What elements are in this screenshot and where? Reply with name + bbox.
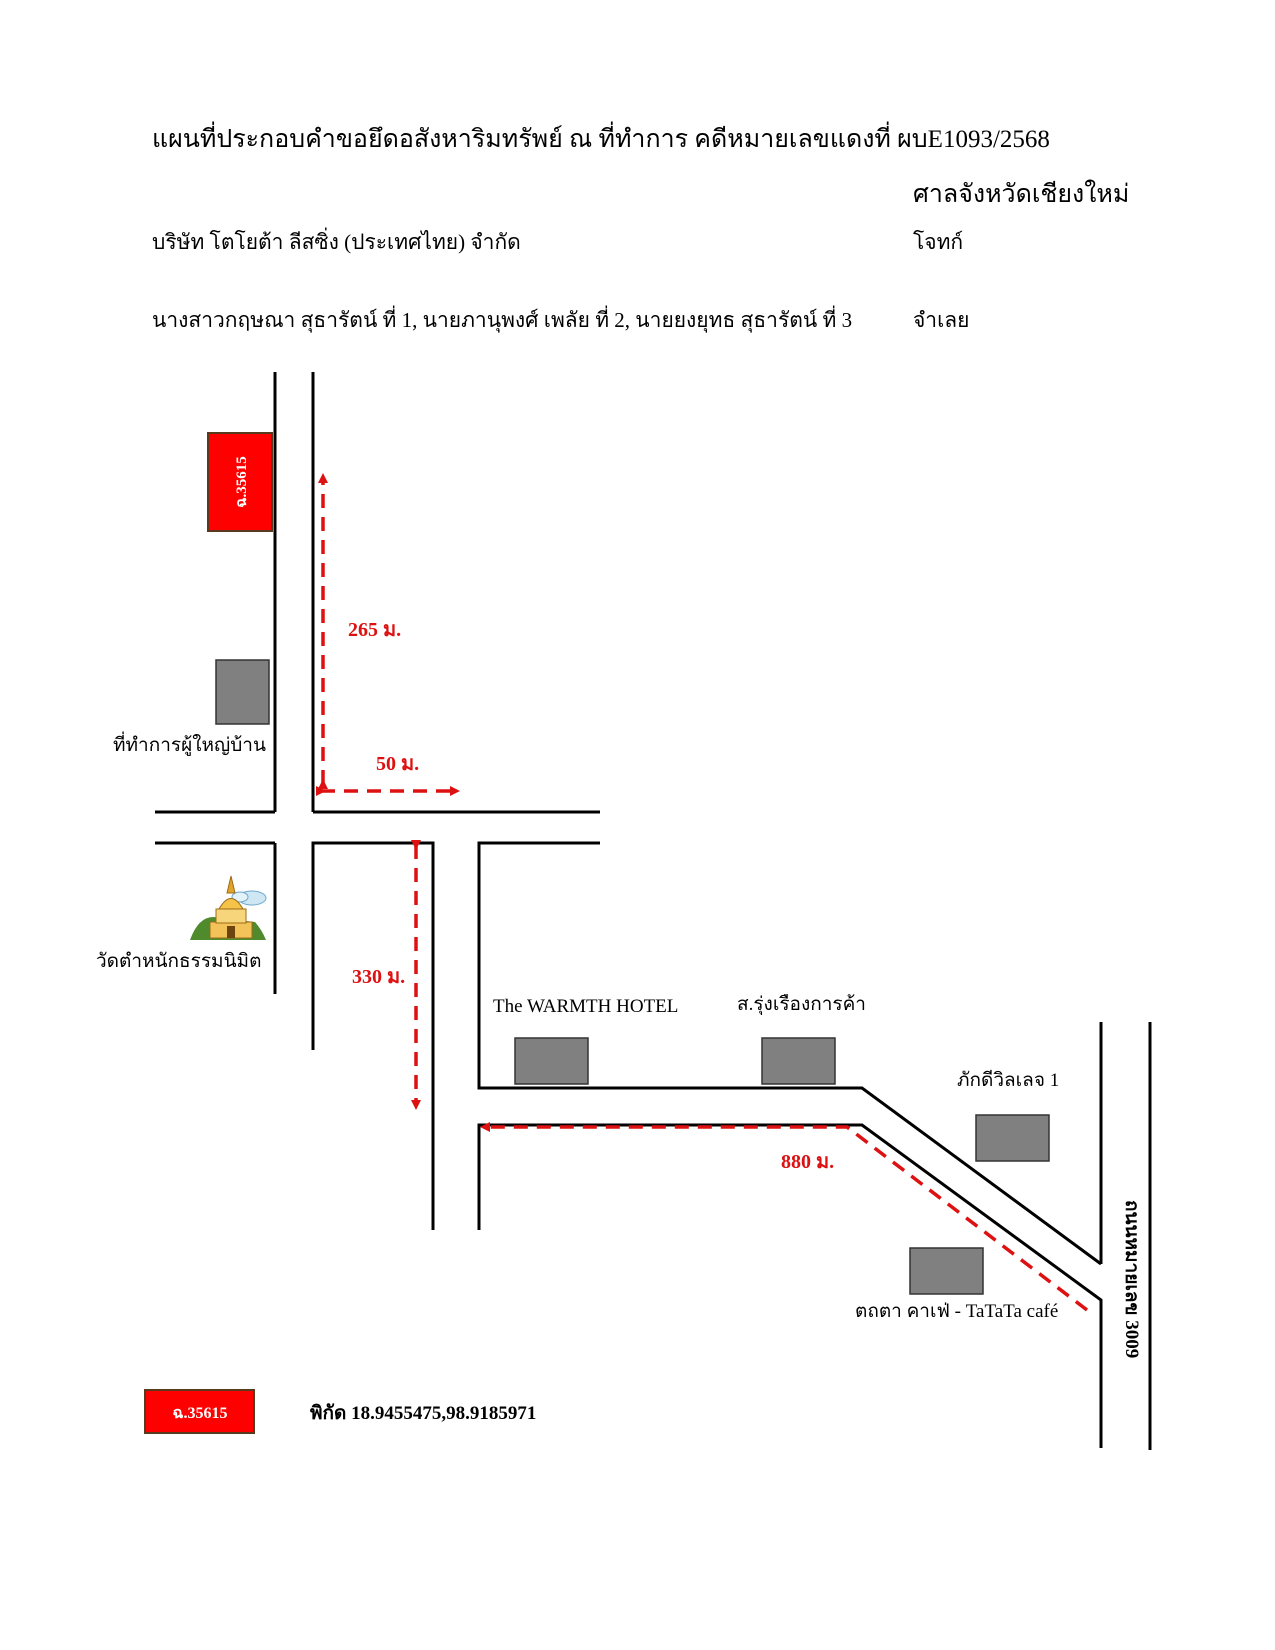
- court-name: ศาลจังหวัดเชียงใหม่: [913, 181, 1130, 208]
- defendant-role: จำเลย: [913, 308, 970, 332]
- temple-stupa-icon: [190, 875, 267, 940]
- building-shop: [761, 1037, 836, 1085]
- route-arrows: [316, 473, 1089, 1312]
- parcel-marker: ฉ.35615: [207, 432, 273, 532]
- road-network: [155, 372, 1152, 1450]
- road-edge-lane-east: [477, 841, 1102, 1266]
- defendant-names: นางสาวกฤษณา สุธารัตน์ ที่ 1, นายภานุพงศ์…: [152, 308, 853, 332]
- map-legend: ฉ.35615 พิกัด 18.9455475,98.9185971: [144, 1389, 536, 1434]
- building-villa: [975, 1114, 1050, 1162]
- landmark-label-cafe: ตถตา คาเฟ่ - TaTaTa café: [855, 1301, 1058, 1322]
- distance-label-diagonal: 880 ม.: [781, 1151, 834, 1173]
- parcel-box: [207, 432, 273, 532]
- route-arrow-diagonal: [480, 1122, 1089, 1312]
- landmark-label-shop: ส.รุ่งเรืองการค้า: [737, 994, 866, 1016]
- legend-parcel-label: ฉ.35615: [173, 1405, 228, 1422]
- building-cafe: [909, 1247, 984, 1295]
- landmark-label-hotel: The WARMTH HOTEL: [493, 996, 678, 1017]
- road-edge-lane-west: [311, 841, 435, 1230]
- road-label-3009: ถนนหมายเลข 3009: [1121, 1200, 1142, 1358]
- landmark-label-temple: วัดตำหนักธรรมนิมิต: [96, 951, 261, 972]
- landmark-label-village-head-office: ที่ทำการผู้ใหญ่บ้าน: [113, 731, 266, 756]
- distance-label-cross: 50 ม.: [376, 753, 419, 775]
- plaintiff-role: โจทก์: [913, 230, 964, 254]
- legend-parcel-swatch: [144, 1389, 255, 1434]
- distance-label-south: 330 ม.: [352, 966, 405, 988]
- building-hotel: [514, 1037, 589, 1085]
- landmark-label-villa: ภักดีวิลเลจ 1: [957, 1069, 1059, 1091]
- road-edge-lane-south: [477, 1123, 1103, 1448]
- plaintiff-name: บริษัท โตโยต้า ลีสซิ่ง (ประเทศไทย) จำกัด: [152, 230, 521, 254]
- distance-label-north: 265 ม.: [348, 619, 401, 641]
- building-village-head-office: [215, 659, 270, 725]
- parcel-label: ฉ.35615: [234, 456, 250, 507]
- buildings: [215, 659, 1050, 1295]
- coordinates-label: พิกัด 18.9455475,98.9185971: [310, 1403, 536, 1424]
- map-title: แผนที่ประกอบคำขอยึดอสังหาริมทรัพย์ ณ ที่…: [152, 126, 1050, 153]
